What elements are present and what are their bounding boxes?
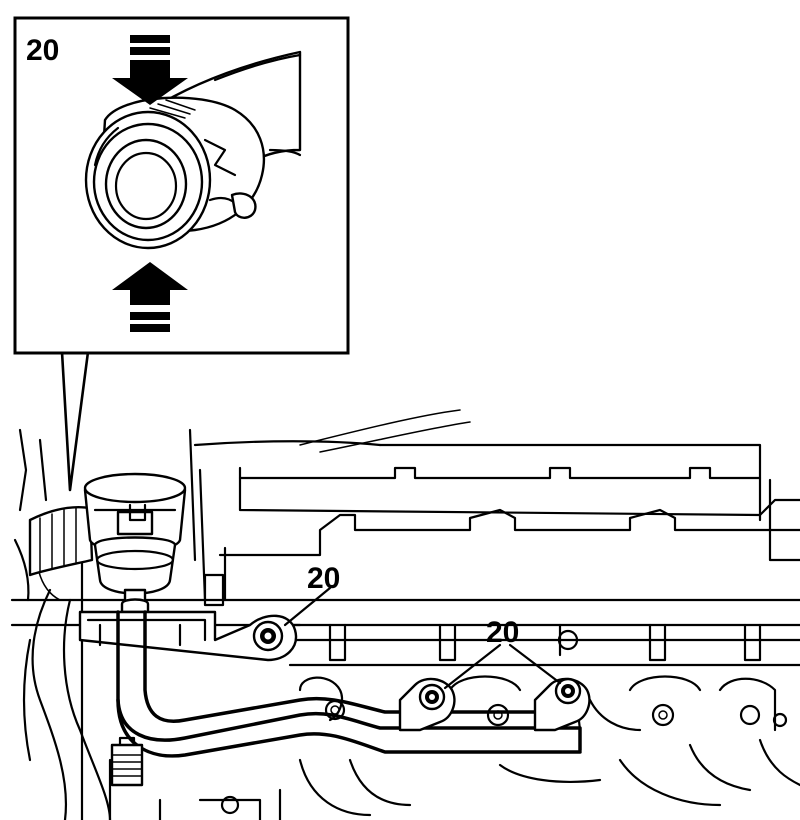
inset-label: 20 — [26, 34, 59, 67]
inset-arrow-up — [112, 262, 188, 332]
bolt-pair-right — [554, 677, 582, 705]
inset-arrow-down — [112, 35, 188, 105]
valve-body — [28, 472, 187, 614]
hose-pipe — [116, 610, 582, 758]
bolt-pair-left — [418, 683, 446, 711]
callout-leaders — [283, 586, 562, 690]
callout-label-single-bolt: 20 — [307, 562, 340, 595]
inset-pointer — [60, 351, 90, 492]
hose-clamp — [110, 736, 144, 787]
inset-hose-detail — [84, 50, 302, 250]
callout-label-bolt-pair: 20 — [486, 616, 519, 649]
bolt-single — [252, 620, 284, 652]
mounting-bracket — [78, 610, 298, 662]
